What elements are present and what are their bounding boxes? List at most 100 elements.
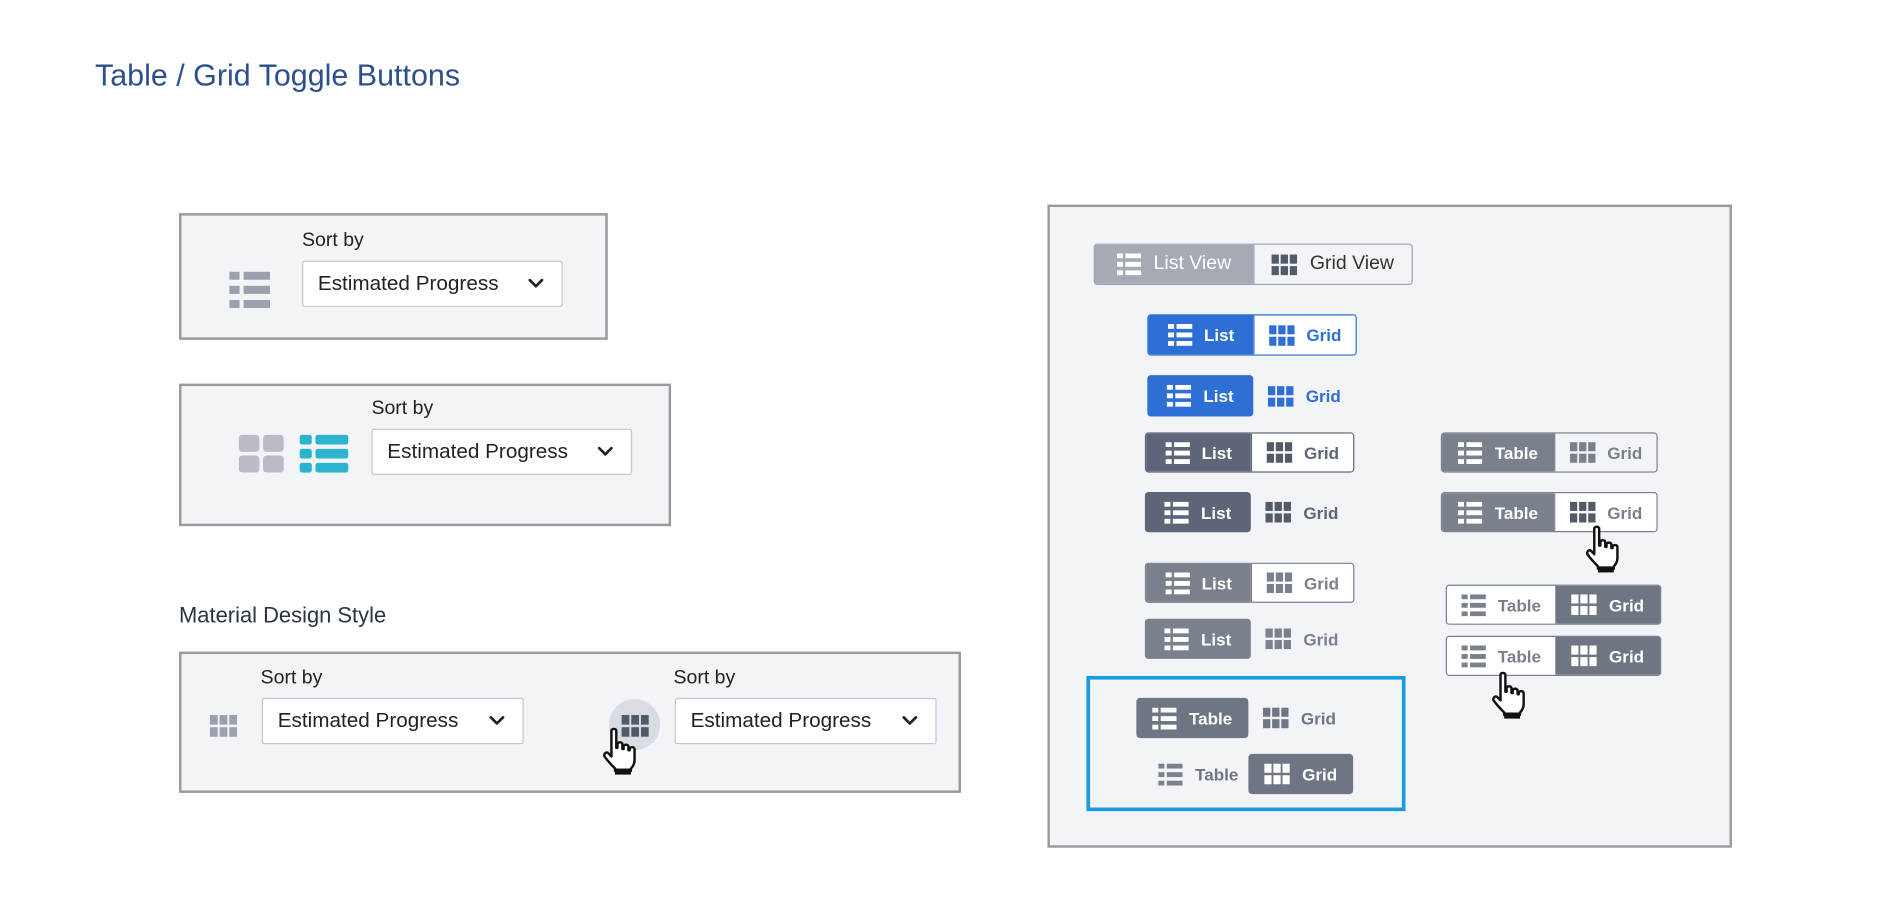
grid-icon — [1272, 254, 1298, 275]
sort-select[interactable]: Estimated Progress — [302, 260, 563, 307]
grid-icon — [1268, 385, 1294, 406]
table-toggle-grid-active: Table Grid — [1149, 753, 1354, 795]
table-label: Table — [1494, 442, 1538, 463]
table-button[interactable]: Table — [1149, 754, 1249, 794]
table-button[interactable]: Table — [1446, 636, 1556, 675]
table-button[interactable]: Table — [1446, 585, 1556, 624]
list-icon — [1164, 501, 1188, 523]
table-button[interactable]: Table — [1442, 493, 1555, 532]
grid-label: Grid — [1302, 764, 1338, 784]
list-icon — [1164, 628, 1188, 650]
chevron-down-icon — [527, 275, 544, 292]
toggle-showcase-panel: List View Grid View List Grid List — [1047, 204, 1732, 848]
grid-label: Grid — [1303, 442, 1340, 463]
grid-button[interactable]: Grid — [1250, 563, 1354, 602]
gray-toggle-outlined: List Grid — [1144, 562, 1355, 603]
grid-icon — [1264, 764, 1290, 785]
table-button[interactable]: Table — [1442, 433, 1555, 472]
pointer-hand-icon — [1581, 525, 1625, 574]
grid-button[interactable]: Grid — [1248, 698, 1350, 738]
list-label: List — [1200, 502, 1232, 522]
list-icon — [1458, 501, 1482, 523]
list-icon — [1461, 645, 1485, 667]
grid-button[interactable]: Grid — [1251, 619, 1353, 659]
grid-icon — [1571, 646, 1597, 667]
list-icon — [1461, 594, 1485, 616]
list-button[interactable]: List — [1146, 433, 1251, 472]
grid-label: Grid — [1607, 502, 1643, 522]
table-label: Table — [1497, 646, 1542, 666]
table-label: Table — [1189, 708, 1233, 728]
list-large-icon[interactable] — [299, 434, 349, 473]
list-icon — [1165, 572, 1189, 594]
list-icon — [1165, 442, 1189, 464]
list-button[interactable]: List — [1146, 563, 1251, 602]
grid-icon — [1569, 502, 1595, 523]
sort-panel-material: Sort by Estimated Progress Sort by Estim… — [179, 651, 961, 793]
grid-button[interactable]: Grid — [1248, 753, 1354, 795]
sort-select[interactable]: Estimated Progress — [674, 697, 937, 745]
sort-label: Sort by — [260, 667, 323, 689]
grid-label: Grid — [1609, 646, 1645, 666]
sort-label: Sort by — [673, 667, 736, 689]
list-button[interactable]: List — [1148, 315, 1254, 355]
grid-button[interactable]: Grid — [1555, 636, 1661, 675]
grid-icon — [1266, 628, 1292, 649]
grid-icon — [1266, 442, 1292, 463]
list-label: List — [1204, 325, 1235, 345]
grid-button[interactable]: Grid — [1554, 433, 1657, 472]
list-button[interactable]: List — [1144, 492, 1251, 533]
sort-label: Sort by — [302, 230, 364, 251]
slate-toggle-outlined: List Grid — [1144, 432, 1355, 473]
list-label: List — [1201, 573, 1232, 593]
table-button[interactable]: Table — [1136, 697, 1249, 739]
list-icon — [1458, 442, 1482, 464]
list-view-button[interactable]: List View — [1094, 244, 1254, 284]
grid-icon — [1569, 442, 1595, 463]
grid-button[interactable]: Grid — [1253, 375, 1355, 416]
grid-icon — [1266, 572, 1292, 593]
grid-label: Grid — [1306, 325, 1342, 345]
chevron-down-icon — [901, 713, 918, 730]
grid-label: Grid — [1607, 442, 1643, 463]
grid-view-button[interactable]: Grid View — [1253, 244, 1412, 284]
list-view-label: List View — [1153, 253, 1232, 275]
list-button[interactable]: List — [1147, 375, 1254, 417]
list-view-icon[interactable] — [229, 272, 270, 309]
sort-panel-toggle: Sort by Estimated Progress — [179, 383, 672, 527]
pointer-hand-icon — [1487, 671, 1531, 720]
list-icon — [1152, 707, 1176, 729]
grid-label: Grid — [1303, 573, 1340, 593]
grid-button[interactable]: Grid — [1250, 433, 1354, 472]
grid-view-icon[interactable] — [209, 715, 237, 737]
list-button[interactable]: List — [1144, 618, 1251, 659]
grid-button[interactable]: Grid — [1251, 492, 1353, 532]
grid-button[interactable]: Grid — [1555, 585, 1661, 624]
list-label: List — [1201, 442, 1232, 463]
grid-icon — [1266, 502, 1292, 523]
chevron-down-icon — [488, 713, 505, 730]
grid-button[interactable]: Grid — [1253, 315, 1356, 355]
table-label: Table — [1497, 594, 1542, 615]
grid-icon — [1269, 325, 1295, 346]
grid-button[interactable]: Grid — [1554, 493, 1657, 532]
list-icon — [1167, 385, 1191, 407]
table-toggle-outlined-1: Table Grid — [1440, 432, 1658, 473]
grid-label: Grid — [1305, 386, 1341, 406]
sort-select-value: Estimated Progress — [317, 271, 499, 295]
table-label: Table — [1195, 764, 1239, 784]
sort-select[interactable]: Estimated Progress — [371, 428, 633, 476]
list-icon — [1167, 324, 1191, 346]
table-toggle-table-active: Table Grid — [1136, 697, 1350, 739]
grid-label: Grid — [1303, 502, 1339, 522]
grid-large-icon[interactable] — [238, 434, 284, 473]
sort-select-value: Estimated Progress — [387, 439, 568, 463]
grid-label: Grid — [1609, 594, 1645, 615]
list-label: List — [1200, 629, 1232, 649]
table-toggle-grid-selected-1: Table Grid — [1445, 584, 1662, 625]
selected-example-frame: Table Grid Table Grid — [1086, 675, 1406, 812]
page-title: Table / Grid Toggle Buttons — [95, 58, 461, 93]
grid-label: Grid — [1303, 629, 1339, 649]
grid-view-label: Grid View — [1309, 253, 1394, 275]
sort-select[interactable]: Estimated Progress — [261, 697, 524, 745]
